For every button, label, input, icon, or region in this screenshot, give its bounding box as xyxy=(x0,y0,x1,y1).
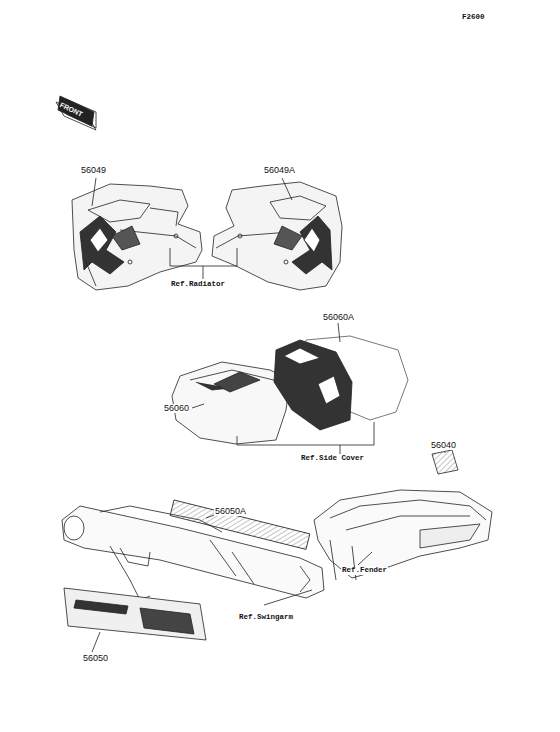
side-cover-left xyxy=(172,362,290,444)
callout-number: 56050 xyxy=(82,654,109,663)
reference-note: Ref.Fender xyxy=(341,567,388,575)
reference-note: Ref.Radiator xyxy=(170,281,226,289)
swingarm-decal xyxy=(64,588,206,652)
side-cover-right xyxy=(274,336,408,430)
radiator-shroud-right xyxy=(212,182,342,290)
callout-number: 56060 xyxy=(163,404,190,413)
leader-line xyxy=(264,590,312,605)
drawing-code: F2600 xyxy=(462,14,485,22)
reference-note: Ref.Side Cover xyxy=(300,455,365,463)
callout-number: 56060A xyxy=(322,313,355,322)
callout-number: 56049A xyxy=(263,166,296,175)
callout-number: 56050A xyxy=(214,507,247,516)
leader-lines xyxy=(192,323,374,454)
reference-note: Ref.Swingarm xyxy=(238,614,294,622)
fender xyxy=(314,450,492,580)
leader-line xyxy=(358,552,372,565)
swingarm xyxy=(62,500,324,600)
callout-number: 56049 xyxy=(80,166,107,175)
front-icon xyxy=(56,96,96,130)
leader-lines xyxy=(92,178,292,279)
radiator-shroud-left xyxy=(72,184,202,290)
callout-number: 56040 xyxy=(430,441,457,450)
